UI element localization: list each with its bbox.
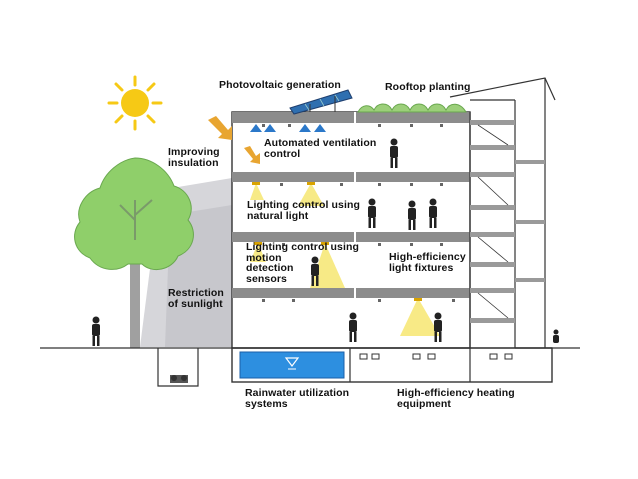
light-fixture-dots (252, 182, 422, 301)
underground-pit (157, 348, 199, 387)
label-restriction-sunlight: Restriction of sunlight (168, 287, 224, 310)
label-photovoltaic-generation: Photovoltaic generation (219, 79, 341, 91)
sunlight-arrow-icons (208, 116, 260, 164)
label-improving-insulation: Improving insulation (168, 146, 220, 169)
solar-panel-icon (289, 89, 353, 115)
label-rainwater-systems: Rainwater utilization systems (245, 387, 350, 410)
stair-railings (477, 124, 509, 319)
ceiling-fixture-marks (262, 124, 455, 302)
basement (231, 347, 553, 383)
ventilation-fan-icons (250, 124, 326, 132)
rooftop-planting (357, 103, 467, 113)
label-natural-light: Lighting control using natural light (247, 199, 361, 222)
tree-icon (74, 157, 194, 348)
label-light-fixtures: High-efficiency light fixtures (389, 251, 466, 274)
person-icons (92, 138, 559, 346)
floor-slabs (232, 112, 470, 298)
label-heating-equipment: High-efficiency heating equipment (397, 387, 515, 410)
stair-landings (470, 120, 545, 323)
label-automated-ventilation: Automated ventilation control (264, 137, 377, 160)
label-rooftop-planting: Rooftop planting (385, 81, 471, 93)
label-motion-sensors: Lighting control using motion detection … (246, 241, 360, 285)
light-cones (250, 183, 440, 336)
sun-icon (107, 75, 163, 131)
